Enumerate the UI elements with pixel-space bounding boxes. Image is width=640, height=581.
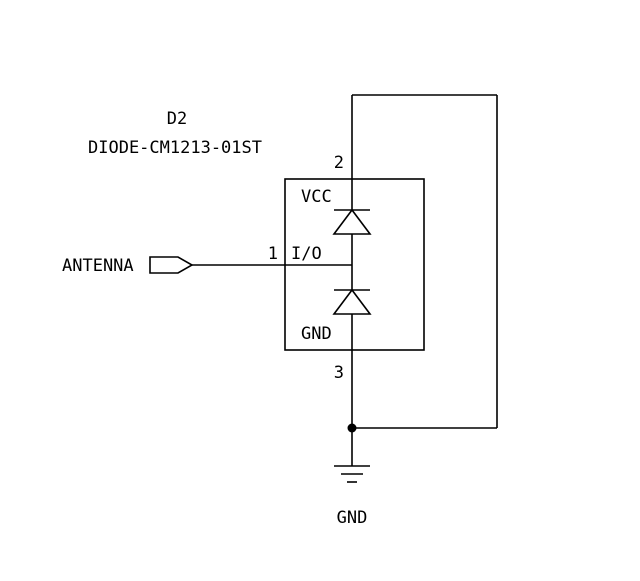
pin2-label-vcc: VCC	[301, 187, 332, 207]
pin2-number: 2	[334, 153, 344, 173]
junction-dot-icon	[347, 423, 357, 433]
antenna-net-label: ANTENNA	[62, 256, 134, 276]
component-body	[284, 178, 425, 351]
component-refdes: D2	[167, 109, 187, 129]
pin3-number: 3	[334, 363, 344, 383]
bottom-diode-icon	[332, 288, 372, 315]
bottom-diode-triangle	[332, 288, 372, 315]
ground-net-label: GND	[337, 508, 368, 528]
antenna-net-flag-icon	[149, 256, 194, 274]
top-diode-icon	[332, 208, 372, 235]
pin3-label-gnd: GND	[301, 324, 332, 344]
component-name: DIODE-CM1213-01ST	[88, 138, 262, 158]
pin1-number: 1	[268, 244, 278, 264]
earth-ground-icon	[334, 465, 370, 483]
pin1-label-io: I/O	[291, 244, 322, 264]
top-diode-triangle	[332, 208, 372, 235]
